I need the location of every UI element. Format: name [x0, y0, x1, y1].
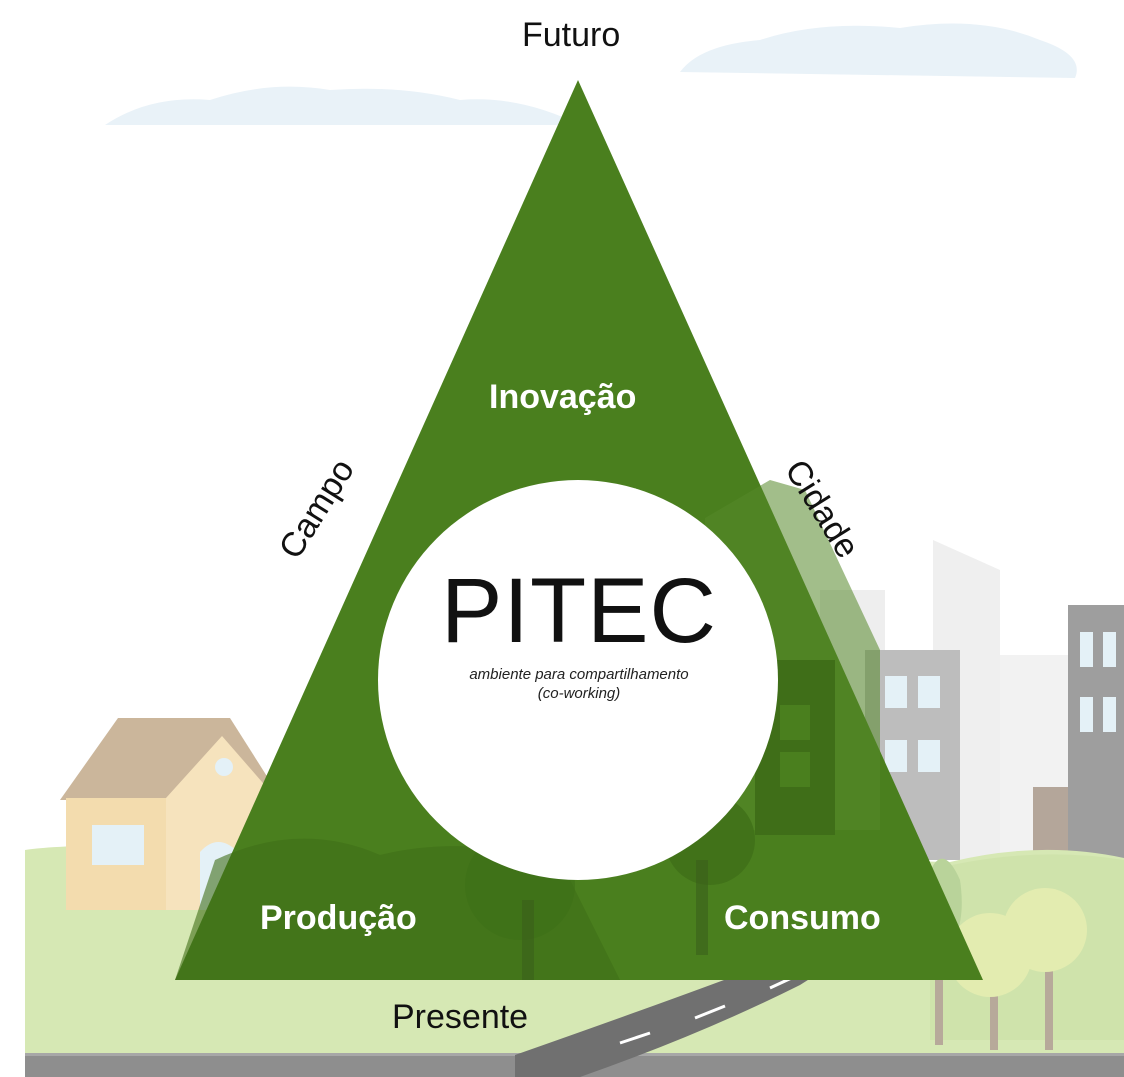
label-inovacao: Inovação [489, 378, 637, 416]
label-futuro: Futuro [522, 16, 621, 54]
house-window [92, 825, 144, 865]
center-subtitle-line1: ambiente para compartilhamento [469, 666, 689, 683]
label-presente: Presente [392, 998, 529, 1036]
building-small-brown [1033, 787, 1068, 862]
tree-round-right-2 [1003, 888, 1087, 972]
label-consumo: Consumo [724, 899, 881, 937]
cloud-right [680, 23, 1077, 78]
label-producao: Produção [260, 899, 417, 937]
center-subtitle: ambiente para compartilhamento (co-worki… [380, 665, 778, 703]
center-subtitle-line2: (co-working) [537, 685, 621, 702]
center-circle [378, 480, 778, 880]
house-round-window [215, 758, 233, 776]
road-curve [515, 866, 928, 1077]
cloud-left [105, 86, 580, 125]
center-text: PITEC ambiente para compartilhamento (co… [380, 565, 778, 703]
center-title: PITEC [441, 560, 717, 662]
